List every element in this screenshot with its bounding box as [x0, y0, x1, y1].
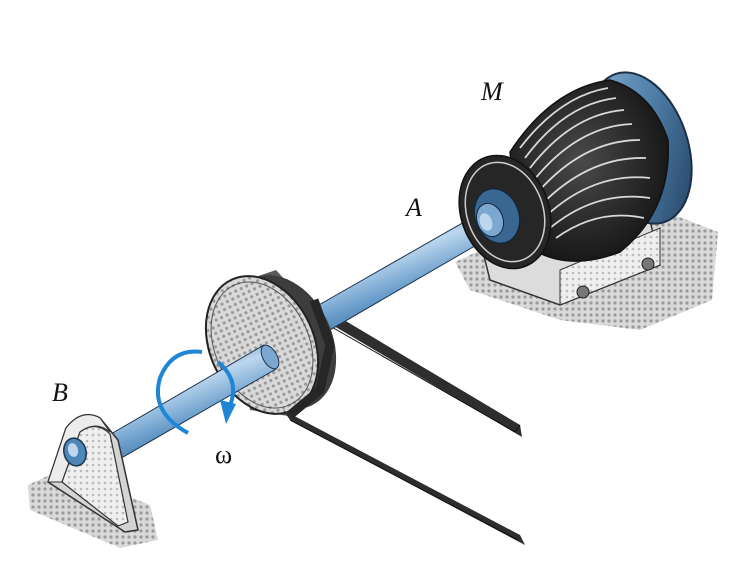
label-bearing-a: A: [406, 193, 422, 222]
belt-front: [283, 298, 525, 545]
label-bearing-b: B: [52, 378, 68, 407]
motor: [458, 71, 693, 306]
support-block-b: [47, 413, 139, 533]
rotation-arrow-icon: [155, 349, 236, 435]
label-motor-m: M: [481, 77, 503, 106]
label-angular-velocity: ω: [215, 440, 233, 469]
